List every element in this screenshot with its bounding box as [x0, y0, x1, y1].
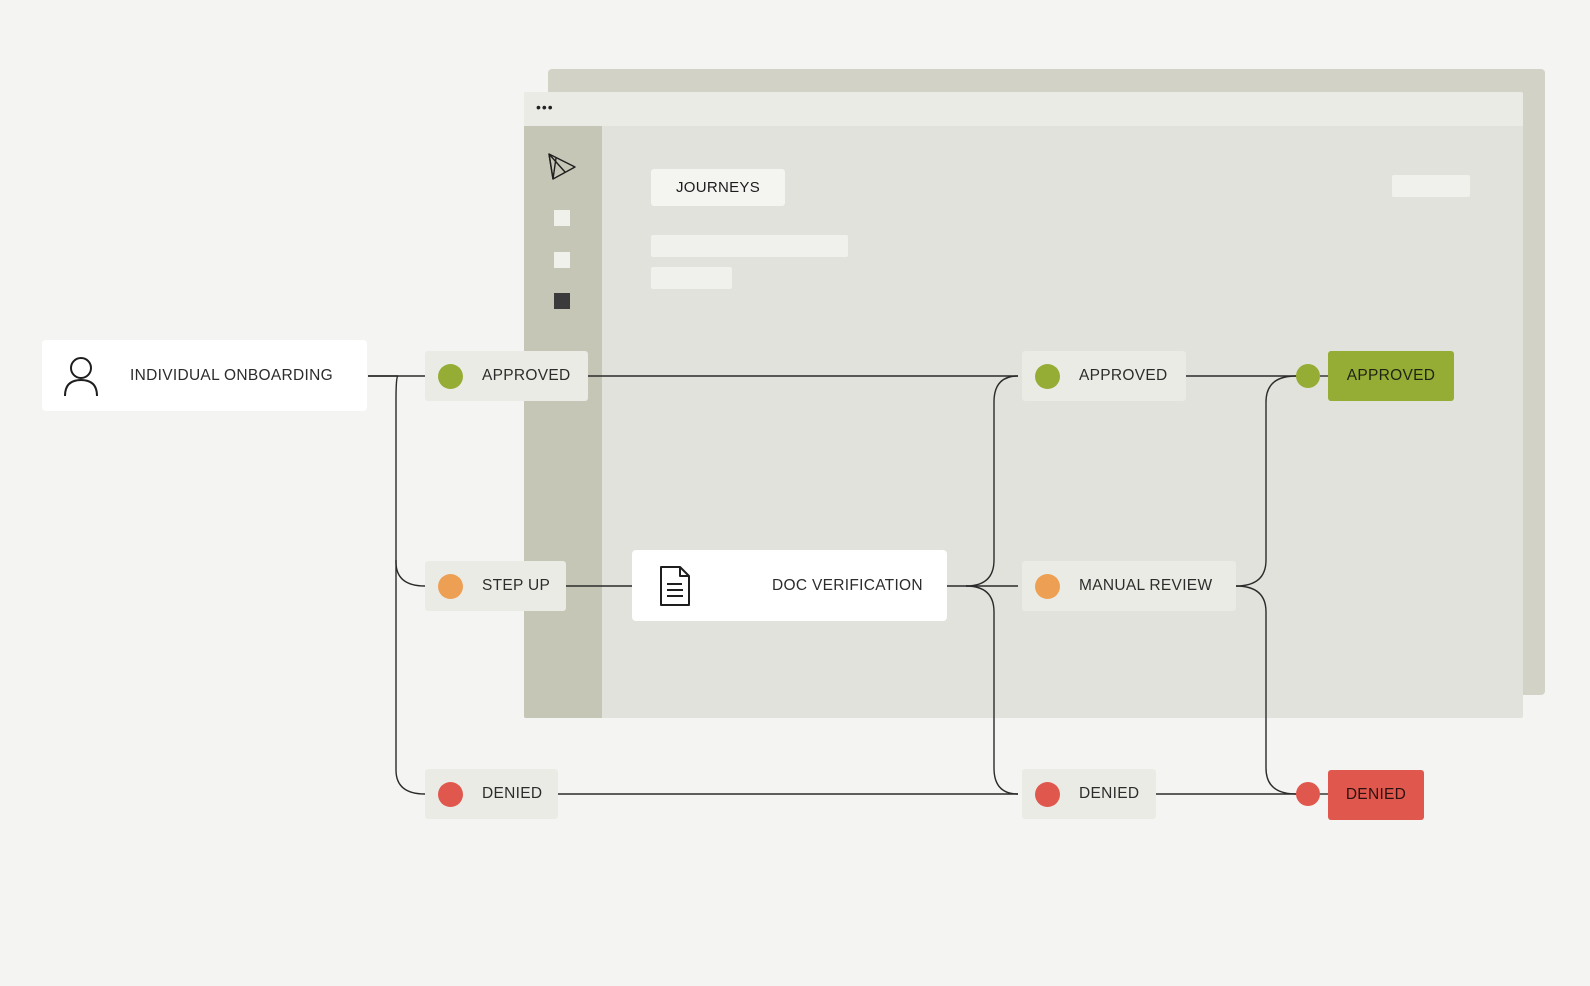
status-tag-step-up[interactable]: STEP UP	[425, 561, 566, 611]
outcome-denied-badge[interactable]: DENIED	[1328, 770, 1424, 820]
connector	[965, 585, 1019, 795]
doc-verification-card[interactable]: DOC VERIFICATION	[632, 550, 947, 621]
status-tag-approved[interactable]: APPROVED	[1022, 351, 1186, 401]
sidebar-nav-item-active[interactable]	[554, 293, 570, 309]
window-menu-dots[interactable]: •••	[536, 99, 554, 115]
status-tag-manual-review[interactable]: MANUAL REVIEW	[1022, 561, 1236, 611]
user-icon	[64, 356, 98, 396]
status-dot-orange	[1035, 573, 1060, 599]
placeholder-button	[1392, 175, 1470, 197]
status-dot-red	[1035, 781, 1060, 807]
doc-verification-label: DOC VERIFICATION	[772, 576, 923, 594]
triangle-logo-icon	[548, 153, 576, 180]
status-dot-green	[438, 363, 463, 389]
app-window: ••• JOURNEYS	[524, 92, 1523, 718]
outcome-dot-green	[1296, 364, 1320, 388]
status-label: MANUAL REVIEW	[1079, 577, 1213, 594]
connector	[1235, 375, 1297, 587]
outcome-dot-red	[1296, 782, 1320, 806]
document-icon	[660, 565, 690, 606]
status-dot-red	[438, 781, 463, 807]
status-tag-denied[interactable]: DENIED	[1022, 769, 1156, 819]
start-node-label: INDIVIDUAL ONBOARDING	[130, 366, 333, 384]
sidebar-nav-item[interactable]	[554, 252, 570, 268]
status-label: APPROVED	[1079, 367, 1168, 384]
status-dot-green	[1035, 363, 1060, 389]
status-label: APPROVED	[482, 367, 571, 384]
status-label: STEP UP	[482, 577, 551, 594]
placeholder-line	[651, 267, 732, 289]
status-tag-approved[interactable]: APPROVED	[425, 351, 588, 401]
connector	[965, 375, 1019, 587]
window-title-bar: •••	[524, 92, 1523, 126]
placeholder-line	[651, 235, 848, 257]
status-tag-denied[interactable]: DENIED	[425, 769, 558, 819]
outcome-approved-badge[interactable]: APPROVED	[1328, 351, 1454, 401]
tab-journeys[interactable]: JOURNEYS	[651, 169, 785, 206]
connector	[395, 560, 426, 795]
connector	[368, 375, 426, 587]
status-label: DENIED	[1079, 785, 1140, 802]
sidebar-nav-item[interactable]	[554, 210, 570, 226]
status-label: DENIED	[482, 785, 543, 802]
window-sidebar	[524, 126, 602, 718]
status-dot-orange	[438, 573, 463, 599]
start-node-card[interactable]: INDIVIDUAL ONBOARDING	[42, 340, 367, 411]
connector	[1235, 585, 1297, 795]
